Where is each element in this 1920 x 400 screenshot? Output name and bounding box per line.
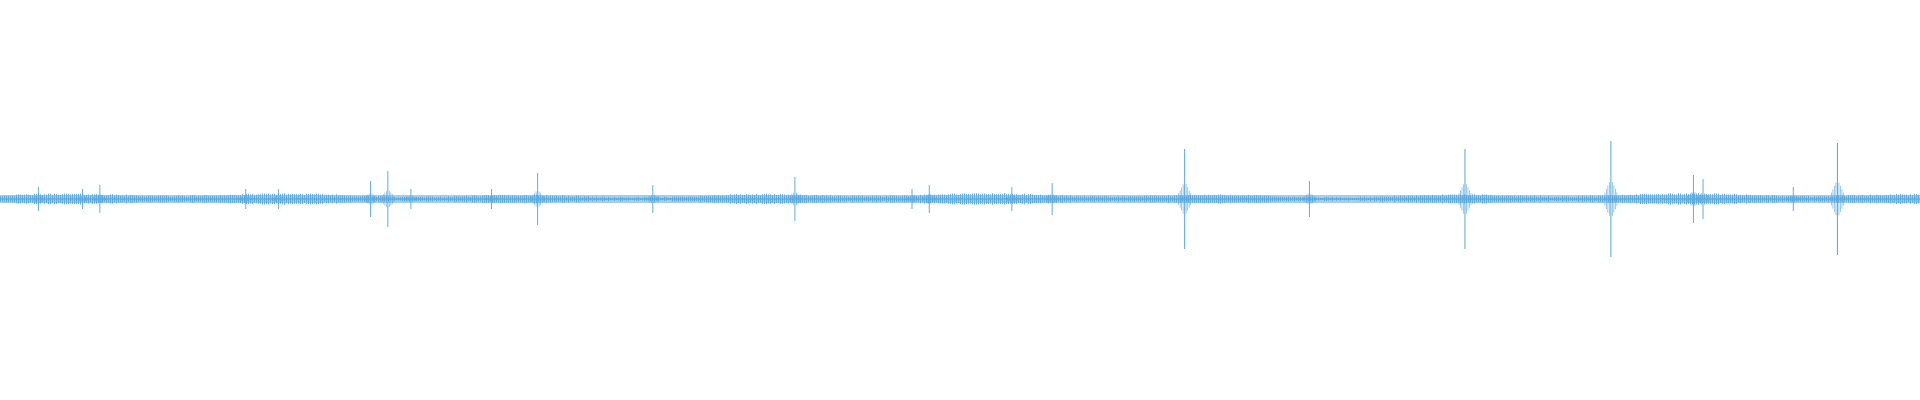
waveform-layer <box>0 141 1920 257</box>
waveform-peak-cluster-9 <box>485 196 498 202</box>
waveform-peak-cluster-6 <box>364 193 377 205</box>
waveform-peak-cluster-14 <box>922 194 936 204</box>
waveform-peak-cluster-17 <box>1178 184 1192 214</box>
waveform-peak-cluster-12 <box>788 192 802 206</box>
waveform-peak-cluster-8 <box>404 196 418 202</box>
waveform-peak-cluster-5 <box>272 196 285 202</box>
waveform-peak-cluster-7 <box>381 190 395 208</box>
waveform-peak-cluster-3 <box>93 194 107 204</box>
waveform-peak-cluster-4 <box>239 196 253 202</box>
waveform-peak-cluster-23 <box>1786 195 1800 203</box>
waveform-peak-cluster-19 <box>1458 184 1472 214</box>
waveform-peak-cluster-1 <box>32 195 45 203</box>
waveform-peak-cluster-24 <box>1831 182 1844 216</box>
waveform-peak-cluster-20 <box>1604 182 1618 216</box>
waveform-peak-cluster-11 <box>646 194 660 204</box>
waveform-peak-cluster-13 <box>905 196 919 202</box>
waveform-peak-cluster-10 <box>531 191 544 207</box>
waveform-peak-cluster-21 <box>1687 192 1700 206</box>
waveform-peak-cluster-2 <box>76 196 89 202</box>
waveform-peak-cluster-18 <box>1303 193 1316 205</box>
waveform-peak-cluster-22 <box>1696 193 1710 205</box>
waveform-peak-cluster-15 <box>1005 195 1019 203</box>
waveform-peak-cluster-16 <box>1045 194 1059 204</box>
